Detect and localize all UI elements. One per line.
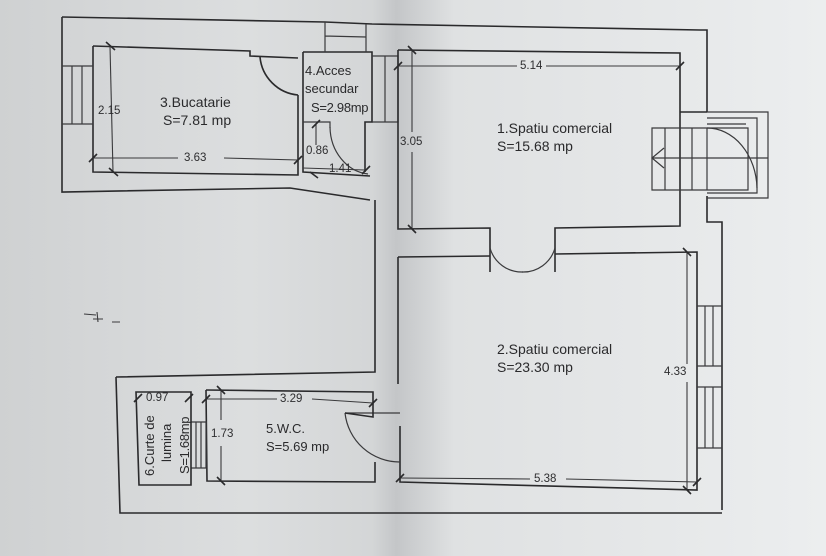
dim-spatiu2-height: 4.33 — [664, 366, 687, 378]
dim-bucatarie-width: 3.63 — [184, 152, 207, 164]
room-spatiu-1-walls — [397, 49, 707, 273]
room-6-name-line2: lumina — [159, 423, 174, 462]
room-4-name-line1: 4.Acces — [305, 63, 352, 78]
room-6-name-line1: 6.Curte de — [142, 415, 157, 476]
room-4-name-line2: secundar — [305, 81, 359, 96]
dim-spatiu1-height: 3.05 — [400, 136, 423, 148]
room-3-name: 3.Bucatarie — [160, 94, 231, 110]
dim-curte-width: 0.97 — [146, 392, 169, 404]
dim-spatiu1-width: 5.14 — [520, 60, 543, 72]
right-windows — [697, 305, 722, 449]
room-5-area: S=5.69 mp — [266, 439, 330, 454]
room-3-area: S=7.81 mp — [163, 112, 232, 128]
stray-mark — [83, 311, 120, 323]
room-4-area: S=2.98mp — [311, 100, 369, 115]
dim-wc-width: 3.29 — [280, 393, 303, 405]
outer-walls — [61, 16, 723, 514]
room-wc-walls — [191, 389, 376, 483]
room-2-name: 2.Spatiu comercial — [497, 341, 613, 357]
left-window — [62, 65, 94, 125]
room-6-area: S=1.68mp — [177, 416, 192, 474]
dim-acces-width: 1.41 — [329, 163, 352, 175]
dim-bucatarie-height: 2.15 — [98, 105, 121, 117]
dimension-lines — [88, 41, 702, 495]
dim-acces-depth: 0.86 — [306, 145, 329, 157]
room-5-name: 5.W.C. — [266, 421, 306, 436]
entrance-stair — [651, 111, 769, 199]
room-1-area: S=15.68 mp — [497, 138, 573, 154]
room-1-name: 1.Spatiu comercial — [497, 120, 613, 136]
window-acces — [372, 55, 399, 123]
room-spatiu-2-walls — [344, 251, 698, 491]
room-2-area: S=23.30 mp — [497, 359, 573, 375]
dim-spatiu2-width: 5.38 — [534, 473, 557, 485]
dim-wc-height: 1.73 — [211, 428, 234, 440]
room-curte-walls — [135, 391, 192, 486]
